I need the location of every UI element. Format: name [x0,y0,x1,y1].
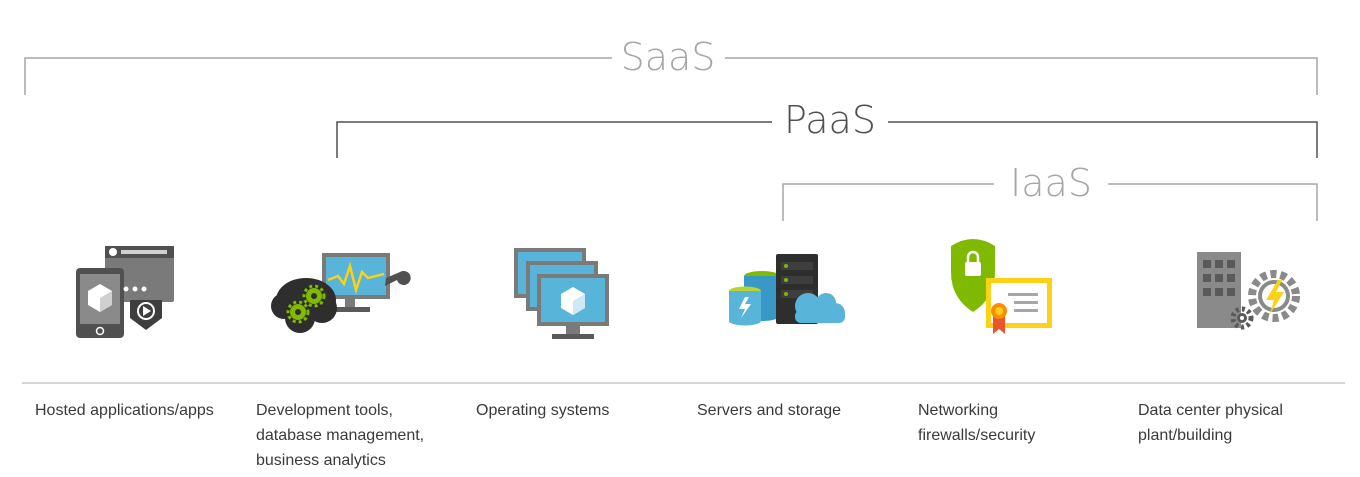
caption-line: business analytics [256,452,386,469]
paas-label: PaaS [784,98,876,142]
caption-servers-storage: Servers and storage [697,398,902,423]
caption-line: Networking [918,402,999,419]
caption-line: database management, [256,427,425,444]
caption-dev-tools: Development tools, database management, … [256,398,461,473]
paas-bracket-line-right [888,121,1318,158]
saas-bracket: SaaS [24,35,1318,95]
paas-bracket: PaaS [336,98,1318,158]
saas-bracket-line-right [725,57,1318,95]
caption-line: Servers and storage [697,402,842,419]
caption-operating-systems: Operating systems [476,398,681,423]
iaas-bracket-line-right [1108,183,1318,221]
caption-line: plant/building [1138,427,1233,444]
dev-tools-icon [271,253,411,333]
caption-networking: Networking firewalls/security [918,398,1123,448]
caption-line: Operating systems [476,402,610,419]
saas-bracket-line-left [24,57,612,95]
saas-label: SaaS [621,35,716,79]
caption-line: Data center physical [1138,402,1283,419]
hosted-apps-icon [76,246,174,338]
iaas-bracket: IaaS [782,161,1318,221]
datacenter-building-icon [1197,252,1300,330]
networking-security-icon [951,239,1052,334]
operating-systems-icon [514,248,609,339]
iaas-bracket-line-left [782,183,994,221]
caption-line: Development tools, [256,402,393,419]
caption-line: firewalls/security [918,427,1036,444]
caption-line: Hosted applications/apps [35,402,214,419]
servers-storage-icon [729,254,845,326]
caption-hosted-apps: Hosted applications/apps [35,398,240,423]
caption-datacenter: Data center physical plant/building [1138,398,1343,448]
iaas-label: IaaS [1010,161,1092,205]
paas-bracket-line-left [336,121,772,158]
